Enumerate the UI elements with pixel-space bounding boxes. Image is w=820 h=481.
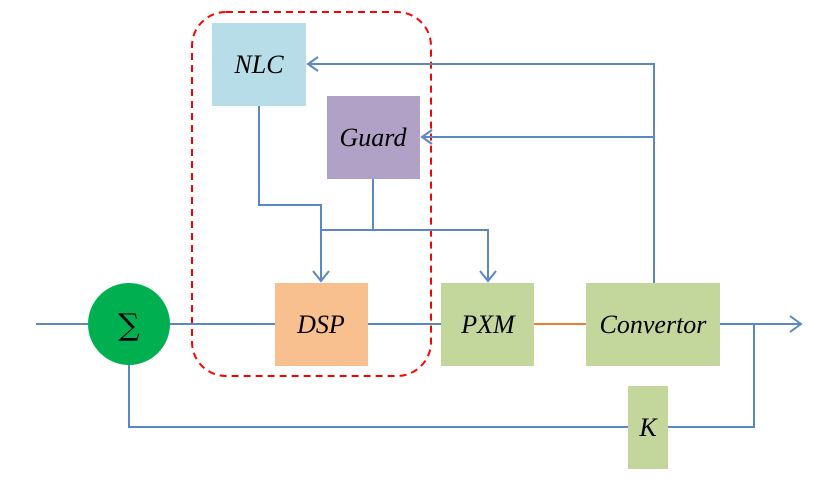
wires: [36, 56, 803, 428]
block-convertor: Convertor: [586, 283, 720, 366]
block-k: K: [628, 386, 668, 469]
pxm-arrowhead: [479, 270, 497, 283]
convertor-label: Convertor: [600, 310, 708, 339]
convertor-box: [586, 283, 720, 366]
wire-guard-to-pxm: [321, 229, 489, 281]
k-box: [628, 386, 668, 469]
dsp-box: [275, 283, 368, 366]
sum-circle: [88, 283, 170, 365]
nlc-label: NLC: [233, 50, 284, 79]
block-dsp: DSP: [275, 283, 368, 366]
guard-arrowhead: [420, 129, 433, 145]
guard-label: Guard: [340, 123, 408, 152]
block-guard: Guard: [327, 96, 420, 179]
summing-junction: ∑: [88, 283, 170, 365]
wire-convertor-to-nlc: [308, 63, 655, 283]
k-label: K: [638, 413, 658, 442]
dsp-arrowhead: [312, 270, 330, 283]
wire-k-to-sum: [128, 365, 628, 428]
sigma-symbol: ∑: [118, 308, 140, 343]
controller-group-boundary: [191, 11, 432, 377]
nlc-box: [212, 23, 306, 106]
nlc-arrowhead: [306, 56, 319, 72]
output-arrowhead: [789, 315, 803, 333]
block-pxm: PXM: [441, 283, 534, 366]
pxm-box: [441, 283, 534, 366]
wire-nlc-to-dsp: [258, 106, 322, 281]
pxm-label: PXM: [460, 310, 516, 339]
wire-output-to-k: [668, 324, 755, 428]
guard-box: [327, 96, 420, 179]
block-nlc: NLC: [212, 23, 306, 106]
dsp-label: DSP: [296, 310, 345, 339]
